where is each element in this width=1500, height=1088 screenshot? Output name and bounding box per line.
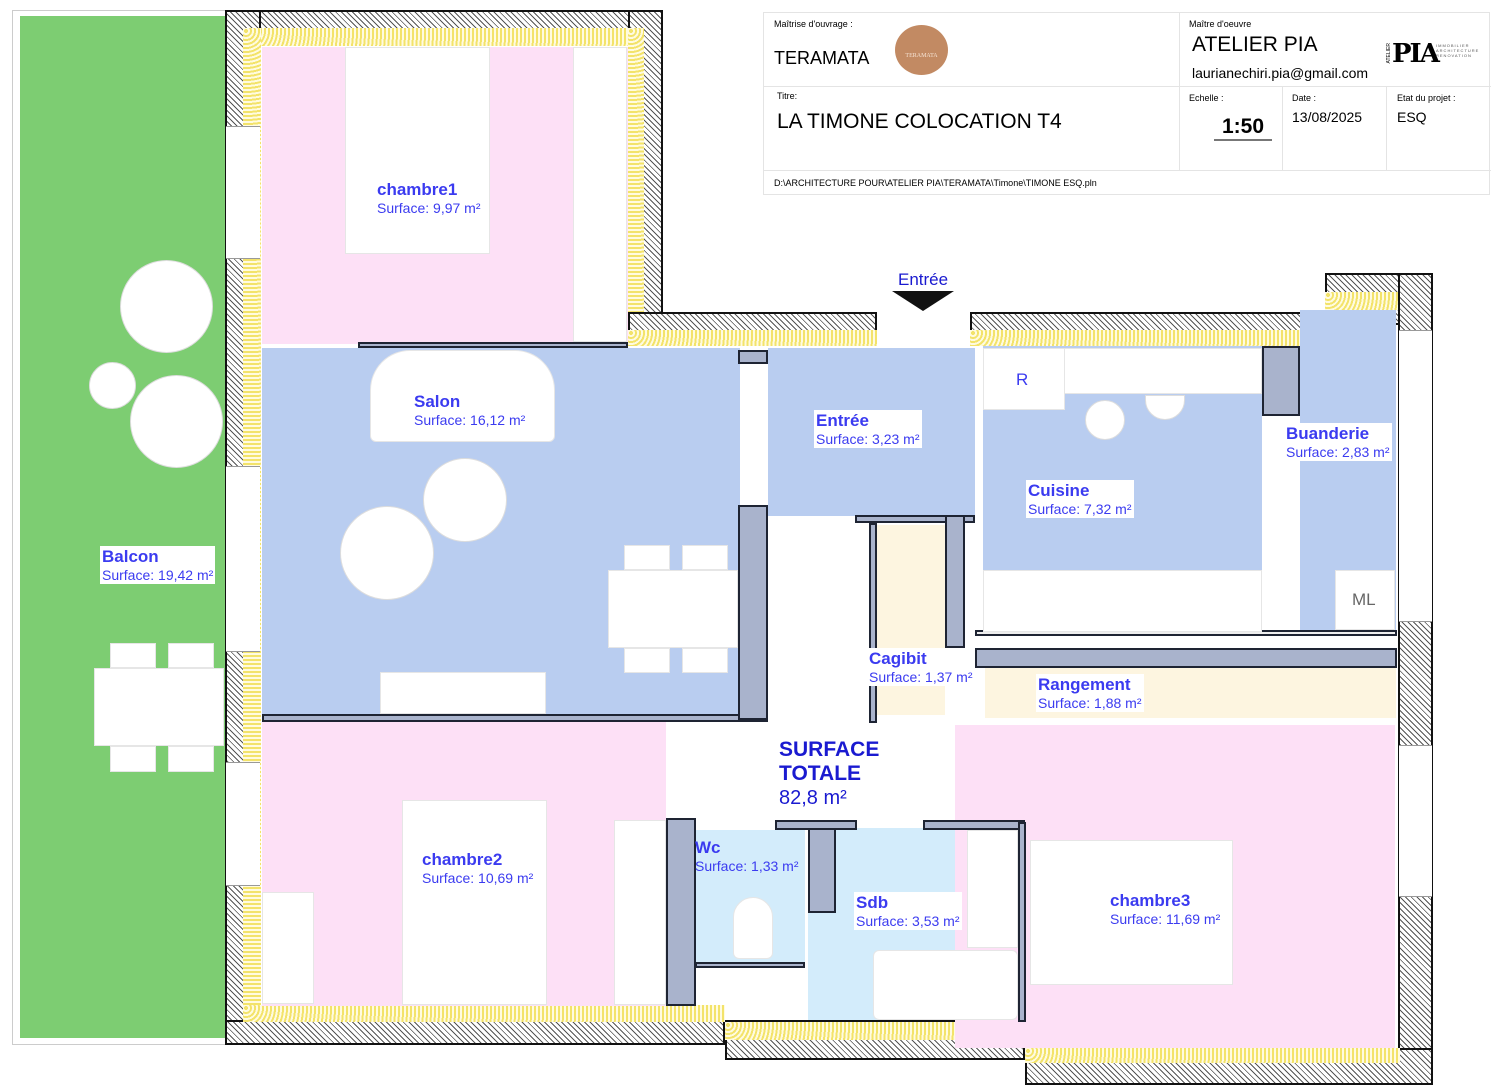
date-label: Date :: [1292, 93, 1317, 103]
file-path: D:\ARCHITECTURE POUR\ATELIER PIA\TERAMAT…: [774, 178, 1097, 188]
pia-logo: ATELIER PIA IMMOBILIER ARCHITECTURE RENO…: [1386, 39, 1480, 69]
dining-table: [608, 570, 738, 648]
exterior-wall: [225, 10, 663, 46]
architect-label: Maître d'oeuvre: [1189, 19, 1252, 29]
tv-stand: [380, 672, 546, 714]
project-title: LA TIMONE COLOCATION T4: [777, 110, 1062, 133]
bed: [402, 800, 547, 1005]
entrance-arrow-icon: [892, 291, 954, 311]
architect-name: ATELIER PIA: [1192, 33, 1318, 56]
toilet: [733, 897, 773, 959]
wardrobe: [573, 47, 627, 342]
teramata-logo: TERAMATA: [895, 25, 948, 75]
balcony-area: [20, 16, 225, 1038]
bathtub: [873, 950, 1018, 1020]
room-cagibit: [877, 525, 945, 715]
status-label: Etat du projet :: [1397, 93, 1456, 103]
washer-label: ML: [1352, 590, 1376, 609]
room-buanderie: [1300, 310, 1396, 632]
bed: [345, 47, 490, 254]
title-label: Titre:: [777, 91, 798, 101]
entrance-label: Entrée: [898, 270, 949, 289]
balcony-table: [94, 668, 224, 746]
scale-value: 1:50: [1214, 115, 1273, 141]
balcony-chair: [120, 260, 213, 353]
fridge-label: R: [1016, 370, 1029, 389]
architect-email: laurianechiri.pia@gmail.com: [1192, 65, 1369, 81]
title-block: Maîtrise d'ouvrage : TERAMATA TERAMATA M…: [763, 12, 1491, 195]
room-chambre3: [955, 725, 1395, 1048]
owner-name: TERAMATA: [774, 48, 870, 68]
round-table: [423, 458, 507, 542]
armchair: [340, 506, 434, 600]
kitchen-counter: [983, 570, 1262, 632]
sink: [967, 830, 1018, 948]
total-surface: SURFACE TOTALE 82,8 m²: [779, 738, 880, 809]
scale-label: Echelle :: [1189, 93, 1224, 103]
date-value: 13/08/2025: [1292, 109, 1363, 125]
status-value: ESQ: [1397, 109, 1427, 125]
owner-label: Maîtrise d'ouvrage :: [774, 19, 853, 29]
